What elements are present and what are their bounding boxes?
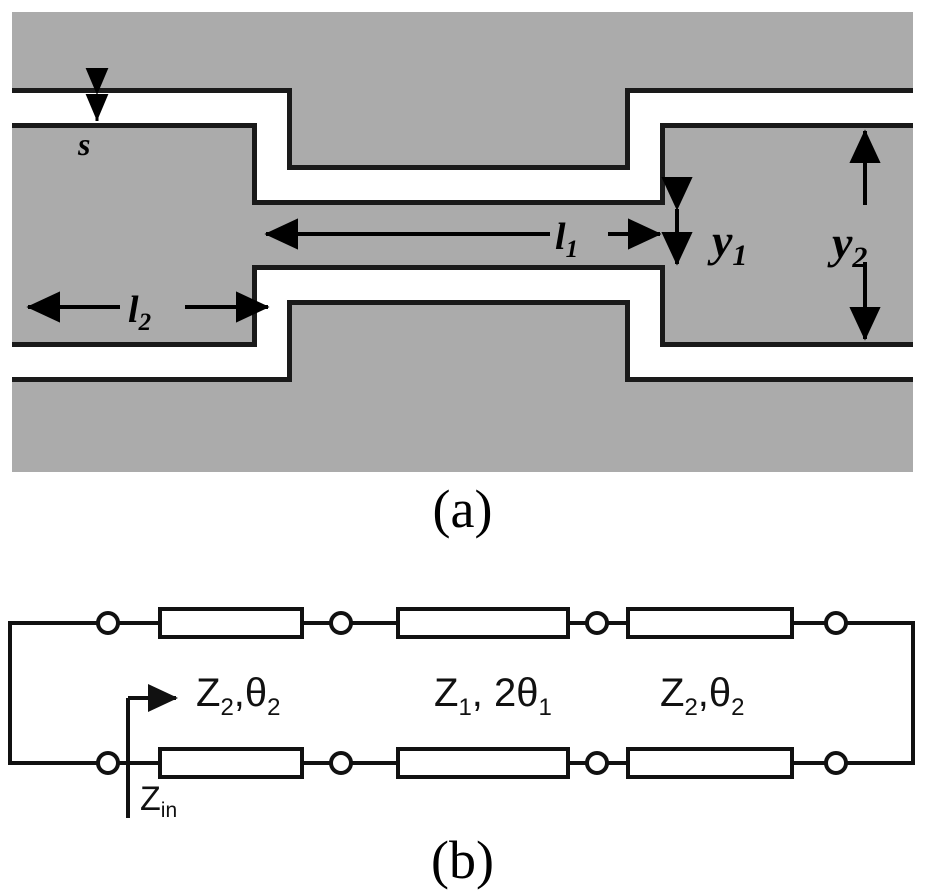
- dimension-s: s: [77, 68, 109, 162]
- tline-box-bottom-right: [626, 747, 794, 779]
- node-terminal-top-1: [96, 611, 120, 635]
- upper-slot: [12, 88, 913, 205]
- dimension-l1: l1: [264, 216, 662, 263]
- figure-panel-b: Zin Z2,θ2 Z1, 2θ1 Z2,θ2: [0, 578, 925, 828]
- ground-plane-background: [12, 12, 913, 472]
- tline-box-bottom-left: [158, 747, 304, 779]
- zin-label: Zin: [140, 780, 177, 822]
- section-label-right: Z2,θ2: [660, 671, 745, 721]
- tline-box-top-left: [158, 607, 304, 639]
- bottom-mask: [0, 472, 925, 478]
- top-mask: [0, 0, 925, 12]
- dimension-y1-label: y1: [707, 215, 747, 272]
- panel-a-caption: (a): [432, 479, 493, 539]
- node-terminal-bottom-4: [824, 751, 848, 775]
- tline-box-top-middle: [396, 607, 570, 639]
- lower-slot-fill: [12, 270, 913, 377]
- dimension-l2-label: l2: [128, 289, 151, 336]
- left-mask: [0, 0, 12, 478]
- figure-panel-a: s l1 l2 y1: [0, 0, 925, 478]
- dimension-y2-label: y2: [827, 217, 867, 274]
- node-terminal-bottom-2: [329, 751, 353, 775]
- node-terminal-bottom-3: [585, 751, 609, 775]
- section-label-middle: Z1, 2θ1: [434, 671, 552, 721]
- dimension-y1: y1: [661, 177, 747, 272]
- panel-b-caption: (b): [431, 830, 494, 890]
- dimension-y2: y2: [827, 129, 881, 341]
- equivalent-circuit-svg: Zin Z2,θ2 Z1, 2θ1 Z2,θ2: [8, 607, 915, 822]
- upper-slot-fill: [12, 93, 913, 200]
- tline-box-bottom-middle: [396, 747, 570, 779]
- node-terminal-top-2: [329, 611, 353, 635]
- lower-slot: [12, 265, 913, 382]
- dimension-s-label: s: [77, 126, 90, 162]
- node-terminal-top-4: [824, 611, 848, 635]
- tline-box-top-right: [626, 607, 794, 639]
- right-mask: [913, 0, 925, 478]
- dimension-l1-label: l1: [555, 216, 578, 263]
- node-terminal-top-3: [585, 611, 609, 635]
- node-terminal-bottom-1: [96, 751, 120, 775]
- section-label-left: Z2,θ2: [196, 671, 281, 721]
- zin-reference-marker: Zin: [126, 684, 178, 822]
- dimension-l2: l2: [26, 289, 270, 336]
- slotline-layout-svg: s l1 l2 y1: [0, 0, 925, 478]
